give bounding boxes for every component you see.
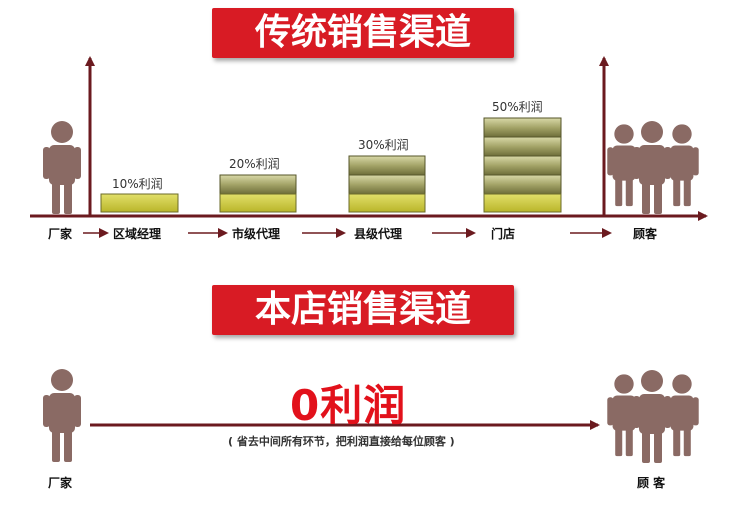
bottom-customers-group-icon: [607, 370, 699, 463]
chain-label-store: 门店: [491, 227, 516, 241]
traditional-channel-title: 传统销售渠道: [212, 8, 514, 58]
channel-note: ( 省去中间所有环节，把利润直接给每位顾客 ): [228, 435, 455, 448]
zero-profit-text: 0利润: [290, 381, 407, 430]
chain-label-customer: 顾客: [633, 227, 658, 241]
bottom-label-manufacturer: 厂家: [48, 476, 73, 490]
stack-50: [483, 117, 562, 213]
stack-10: [100, 193, 179, 213]
profit-label-10: 10%利润: [112, 177, 163, 191]
stack-20: [219, 174, 297, 213]
chain-label-regional-manager: 区域经理: [113, 227, 162, 241]
bottom-label-customer: 顾 客: [637, 476, 666, 490]
profit-label-30: 30%利润: [358, 138, 409, 152]
profit-label-20: 20%利润: [229, 157, 280, 171]
bottom-manufacturer-person-icon: [43, 369, 81, 462]
customers-group-icon: [607, 121, 699, 214]
manufacturer-person-icon: [43, 121, 81, 214]
stack-30: [348, 155, 426, 213]
chain-label-manufacturer: 厂家: [48, 227, 73, 241]
our-channel-title: 本店销售渠道: [212, 285, 514, 335]
chain-label-city-agent: 市级代理: [232, 227, 281, 241]
chain-label-county-agent: 县级代理: [354, 227, 403, 241]
profit-label-50: 50%利润: [492, 100, 543, 114]
